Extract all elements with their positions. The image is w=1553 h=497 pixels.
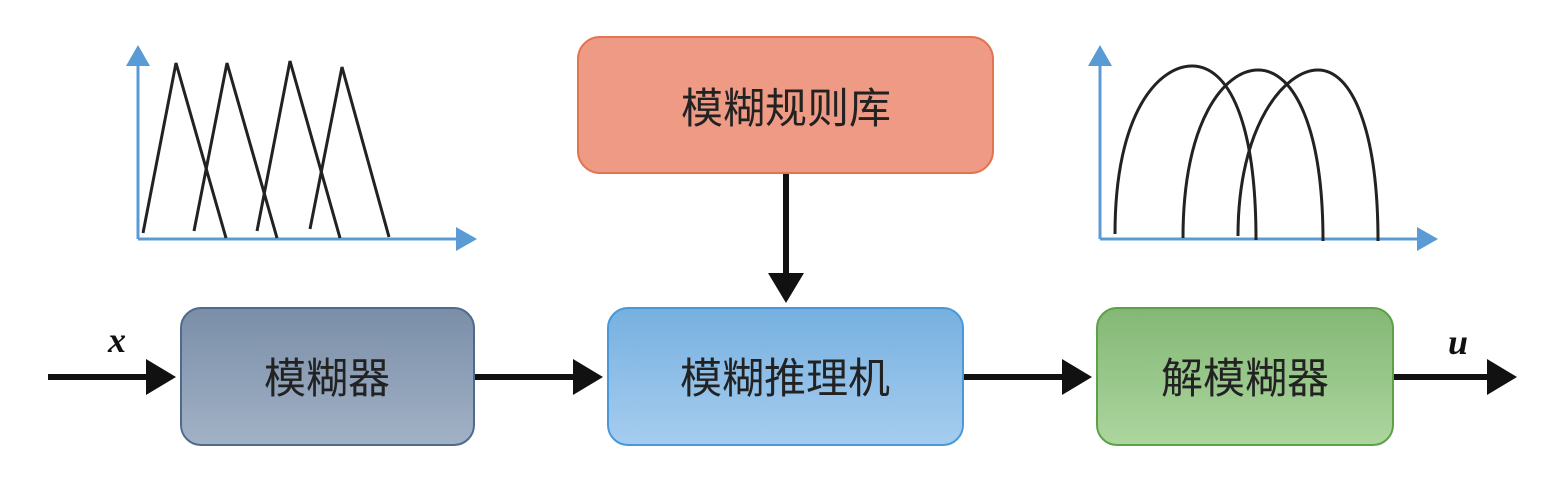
fuzzifier-block: 模糊器 [180, 307, 475, 446]
rule-base-block: 模糊规则库 [577, 36, 994, 174]
defuzzifier-label: 解模糊器 [1161, 354, 1329, 403]
inference-engine-block: 模糊推理机 [607, 307, 964, 446]
output-membership-plot [1088, 45, 1438, 251]
arc-membership-3 [1236, 68, 1380, 242]
input-membership-plot [126, 45, 477, 251]
arc-membership-2 [1181, 68, 1325, 242]
inference-engine-label: 模糊推理机 [680, 354, 890, 403]
fuzzifier-label: 模糊器 [264, 354, 390, 403]
output-signal-label: u [1448, 322, 1468, 362]
defuzzifier-block: 解模糊器 [1096, 307, 1394, 446]
triangular-membership-1 [141, 62, 228, 239]
triangular-membership-4 [308, 66, 391, 238]
triangular-membership-2 [192, 62, 279, 239]
arc-membership-1 [1113, 64, 1258, 241]
rule-base-label: 模糊规则库 [681, 84, 891, 133]
triangular-membership-3 [255, 60, 342, 239]
input-signal-label: x [107, 320, 126, 360]
